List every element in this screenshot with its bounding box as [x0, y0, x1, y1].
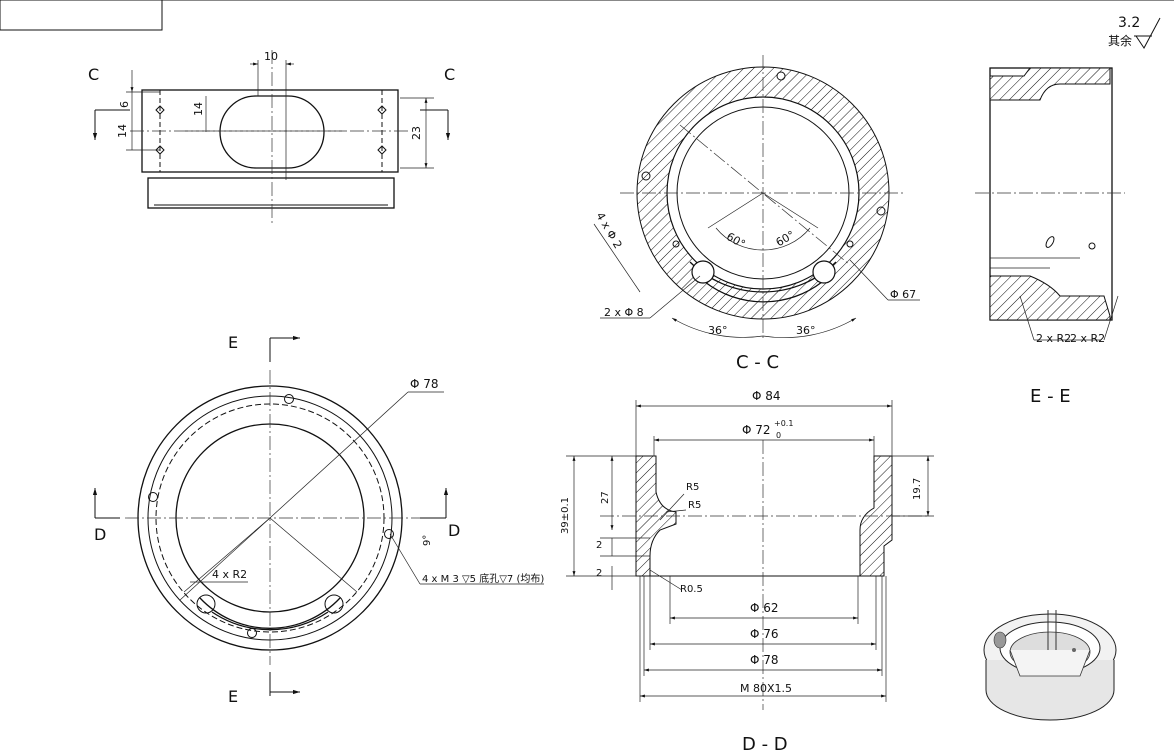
title-block-corner [0, 0, 1174, 31]
ee-r-right: 2 x R2 [1070, 332, 1105, 345]
dim-10: 10 [264, 50, 278, 63]
view-dd: Φ 84 Φ 72 +0.1 0 39±0.1 27 2 2 19.7 R5 R… [560, 389, 934, 752]
dim-14-left: 14 [116, 124, 129, 138]
section-letter-d-left: D [94, 525, 106, 544]
dd-d76: Φ 76 [750, 627, 779, 641]
section-letter-d-right: D [448, 521, 460, 540]
plan-r2: 4 x R2 [212, 568, 247, 581]
cc-slot-holes: 2 x Φ 8 [604, 306, 644, 319]
plan-thread-note: 4 x M 3 ▽5 底孔▽7 (均布) [422, 572, 544, 585]
ee-title: E - E [1030, 386, 1071, 407]
dd-r5a: R5 [686, 482, 699, 493]
plan-dia: Φ 78 [410, 377, 439, 391]
cc-title: C - C [736, 352, 779, 373]
dd-d72-tol-upper: +0.1 [774, 419, 793, 428]
dd-d72: Φ 72 [742, 423, 771, 437]
roughness-value: 3.2 [1118, 15, 1140, 31]
dim-23: 23 [410, 126, 423, 140]
dd-title: D - D [742, 734, 788, 752]
dd-r05: R0.5 [680, 584, 703, 595]
dd-r5b: R5 [688, 500, 701, 511]
section-letter-c-left: C [88, 65, 99, 84]
view-top: C C 10 6 [88, 50, 455, 225]
roughness-prefix: 其余 [1108, 33, 1132, 48]
dd-d62: Φ 62 [750, 601, 779, 615]
dd-h2b: 2 [596, 568, 602, 579]
dd-d84: Φ 84 [752, 389, 781, 403]
dd-h27: 27 [600, 491, 611, 504]
dd-d78: Φ 78 [750, 653, 779, 667]
section-letter-e-top: E [228, 333, 238, 352]
cc-arc-left: 36° [708, 324, 728, 337]
section-letter-e-bottom: E [228, 687, 238, 706]
plan-angle: 9° [422, 535, 433, 546]
dd-h39: 39±0.1 [560, 497, 571, 534]
view-ee: 2 x R2 2 x R2 E - E [975, 67, 1125, 407]
dd-thread: M 80X1.5 [740, 682, 792, 695]
dd-h19: 19.7 [912, 478, 923, 500]
cc-arc-right: 36° [796, 324, 816, 337]
dim-6: 6 [118, 101, 131, 108]
view-cc: 60° 60° 36° 36° 2 x Φ 8 4 x Φ 2 Φ 67 C -… [593, 55, 920, 373]
dd-h2a: 2 [596, 540, 602, 551]
view-plan: E E D D Φ 78 4 x R2 4 x M 3 ▽5 底孔▽7 (均布)… [92, 333, 544, 706]
iso-view [983, 610, 1117, 721]
roughness-symbol: 3.2 其余 [1108, 15, 1161, 49]
cc-dia: Φ 67 [890, 288, 916, 301]
dd-d72-tol-lower: 0 [776, 431, 781, 440]
dim-14-mid: 14 [192, 102, 205, 116]
section-letter-c-right: C [444, 65, 455, 84]
ee-r-left: 2 x R2 [1036, 332, 1071, 345]
